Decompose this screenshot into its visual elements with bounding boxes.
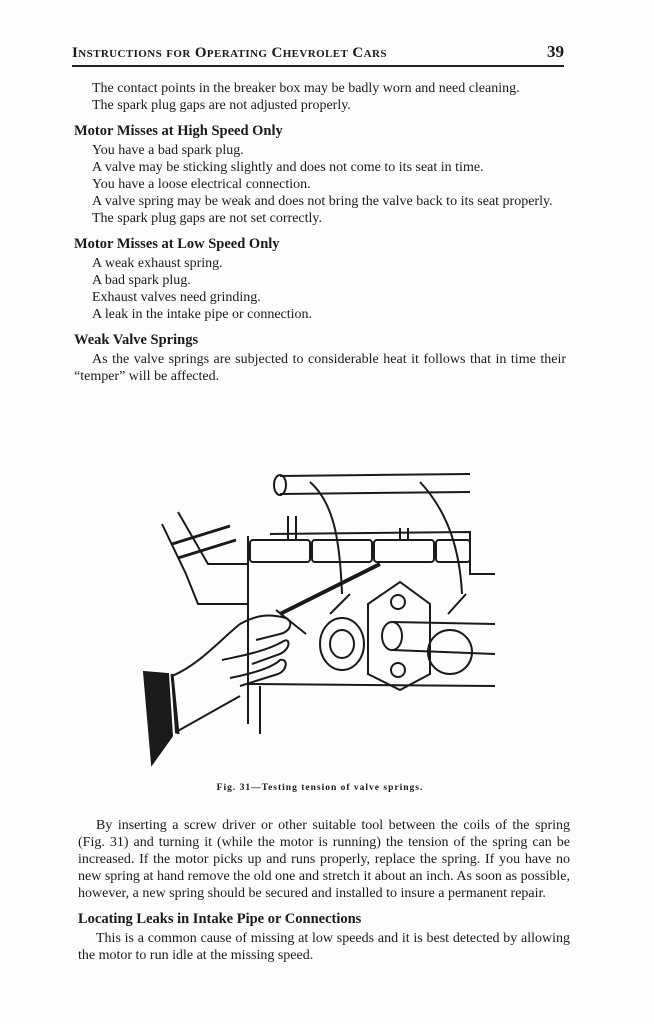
paragraph: A weak exhaust spring. <box>92 256 223 271</box>
running-title: Instructions for Operating Chevrolet Car… <box>72 45 387 61</box>
paragraph: Exhaust valves need grinding. <box>92 290 261 305</box>
paragraph: You have a loose electrical connection. <box>92 177 311 192</box>
section-weak-springs: Weak Valve Springs As the valve springs … <box>74 332 566 385</box>
paragraph: A valve may be sticking slightly and doe… <box>92 160 484 175</box>
paragraph: As the valve springs are subjected to co… <box>74 352 566 384</box>
running-header: Instructions for Operating Chevrolet Car… <box>72 42 564 67</box>
engine-hand-screwdriver-drawing <box>142 473 496 767</box>
paragraph: A valve spring may be weak and does not … <box>92 194 553 209</box>
section-heading: Weak Valve Springs <box>74 332 199 348</box>
paragraph: The spark plug gaps are not set correctl… <box>92 211 323 226</box>
paragraph: By inserting a screw driver or other sui… <box>78 818 570 901</box>
section-intake-leaks: Locating Leaks in Intake Pipe or Connect… <box>78 911 570 964</box>
screwdriver-paragraph-block: By inserting a screw driver or other sui… <box>78 817 570 902</box>
section-low-speed: Motor Misses at Low Speed Only A weak ex… <box>74 236 566 323</box>
intro-block: The contact points in the breaker box ma… <box>74 80 566 114</box>
lower-text: By inserting a screw driver or other sui… <box>78 817 570 973</box>
figure-caption: Fig. 31—Testing tension of valve springs… <box>216 783 424 793</box>
paragraph: A leak in the intake pipe or connection. <box>92 307 313 322</box>
paragraph: The spark plug gaps are not adjusted pro… <box>92 98 351 113</box>
section-high-speed: Motor Misses at High Speed Only You have… <box>74 123 566 227</box>
upper-text: The contact points in the breaker box ma… <box>74 80 566 394</box>
figure-valve-spring-illustration <box>130 464 510 784</box>
section-heading: Locating Leaks in Intake Pipe or Connect… <box>78 911 362 927</box>
paragraph: You have a bad spark plug. <box>92 143 244 158</box>
paragraph: The contact points in the breaker box ma… <box>92 81 520 96</box>
section-heading: Motor Misses at Low Speed Only <box>74 236 280 252</box>
section-heading: Motor Misses at High Speed Only <box>74 123 283 139</box>
paragraph: This is a common cause of missing at low… <box>78 931 570 963</box>
paragraph: A bad spark plug. <box>92 273 191 288</box>
page-number: 39 <box>547 42 564 61</box>
